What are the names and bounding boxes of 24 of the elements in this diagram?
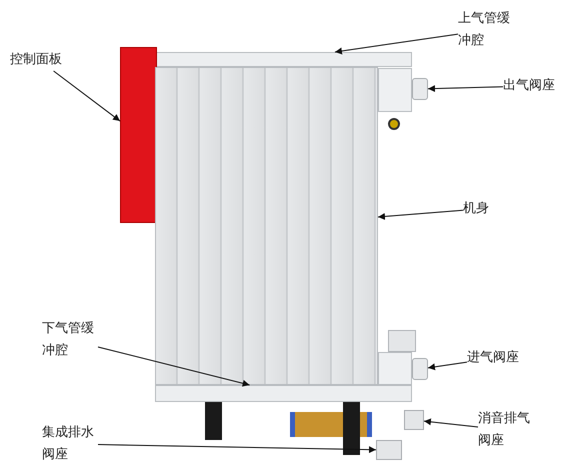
leader-line <box>378 210 464 220</box>
callout-label: 上气管缓冲腔 <box>458 8 514 52</box>
drain-valve <box>376 440 402 460</box>
callout-label: 下气管缓冲腔 <box>42 318 98 362</box>
leader-line <box>334 34 458 54</box>
callout-label: 进气阀座 <box>467 347 523 369</box>
leader-line <box>53 70 120 122</box>
leader-line <box>98 444 376 454</box>
leader-line <box>428 362 468 370</box>
callout-label: 控制面板 <box>10 49 68 71</box>
callout-label: 机身 <box>463 198 493 220</box>
leader-line <box>98 346 250 387</box>
callout-label: 集成排水阀座 <box>42 422 98 466</box>
control-panel <box>120 47 157 223</box>
callout-label: 出气阀座 <box>503 75 559 97</box>
inlet-valve <box>412 358 428 380</box>
leader-line <box>424 418 478 428</box>
exhaust-valve <box>404 410 424 430</box>
leader-line <box>428 85 504 92</box>
manifold-bar <box>155 52 412 67</box>
manifold-bar <box>155 385 412 402</box>
callout-label: 消音排气阀座 <box>478 408 534 452</box>
cabinet-body <box>155 67 378 385</box>
outlet-valve <box>412 78 428 100</box>
